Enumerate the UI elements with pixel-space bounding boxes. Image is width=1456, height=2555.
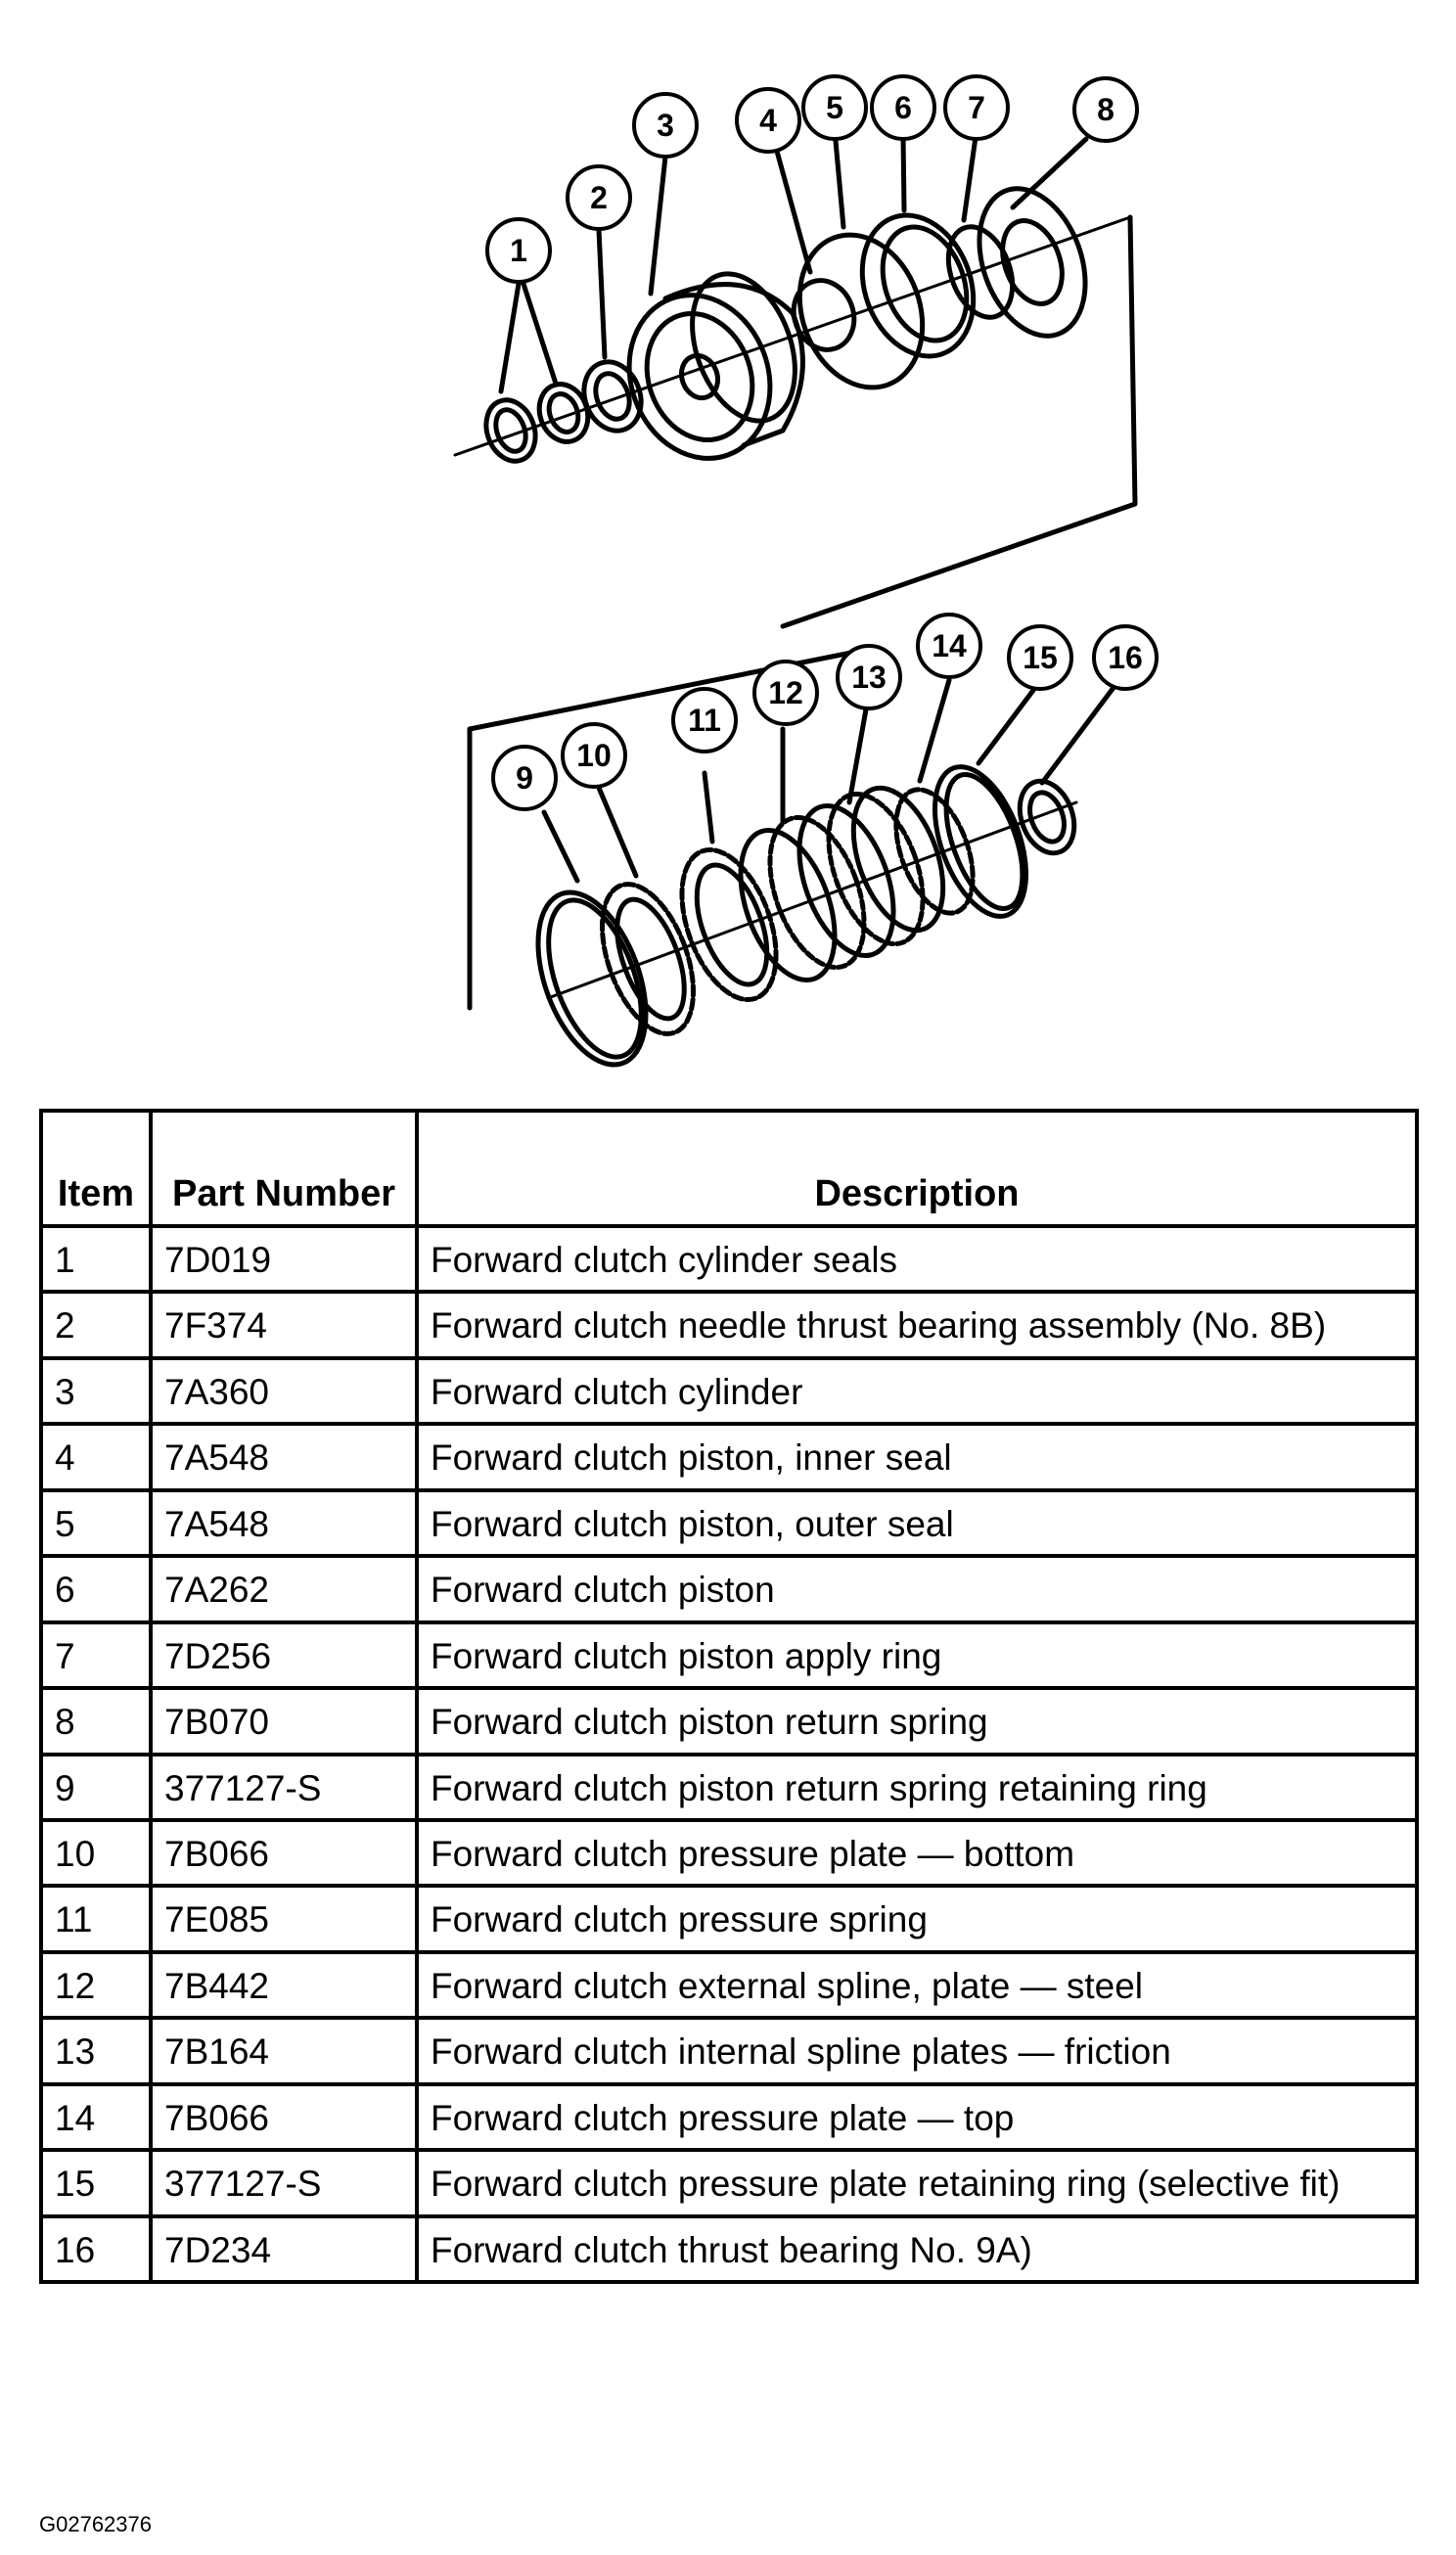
parts-table: Item Part Number Description 1 7D019 For… <box>39 1109 1419 2285</box>
description-cell: Forward clutch internal spline plates — … <box>415 2016 1419 2086</box>
part-number-cell: 7B070 <box>149 1686 419 1757</box>
description-cell: Forward clutch external spline, plate — … <box>415 1949 1419 2021</box>
table-row: 3 7A360 Forward clutch cylinder <box>39 1355 1419 1427</box>
part-number-cell: 7B164 <box>149 2016 419 2086</box>
description-cell: Forward clutch cylinder seals <box>415 1223 1419 1295</box>
part-number-cell: 7A548 <box>149 1422 419 1492</box>
item-cell: 3 <box>39 1355 153 1427</box>
table-row: 12 7B442 Forward clutch external spline,… <box>39 1949 1419 2021</box>
table-row: 5 7A548 Forward clutch piston, outer sea… <box>39 1487 1419 1559</box>
item-cell: 16 <box>39 2213 153 2285</box>
item-cell: 14 <box>39 2081 153 2153</box>
table-row: 2 7F374 Forward clutch needle thrust bea… <box>39 1290 1419 1360</box>
table-row: 14 7B066 Forward clutch pressure plate —… <box>39 2081 1419 2153</box>
part-number-cell: 7B066 <box>149 1817 419 1889</box>
description-cell: Forward clutch piston return spring reta… <box>415 1752 1419 1822</box>
callout-14: 14 <box>932 628 967 663</box>
part-number-cell: 7E085 <box>149 1884 419 1954</box>
item-cell: 8 <box>39 1686 153 1757</box>
table-row: 7 7D256 Forward clutch piston apply ring <box>39 1620 1419 1691</box>
header-part-number: Part Number <box>149 1109 419 1228</box>
callout-2: 2 <box>590 180 608 215</box>
description-cell: Forward clutch piston return spring <box>415 1686 1419 1757</box>
description-cell: Forward clutch cylinder <box>415 1355 1419 1427</box>
description-cell: Forward clutch pressure plate — bottom <box>415 1817 1419 1889</box>
description-cell: Forward clutch piston, inner seal <box>415 1422 1419 1492</box>
item-cell: 15 <box>39 2148 153 2218</box>
part-number-cell: 7D256 <box>149 1620 419 1691</box>
table-row: 8 7B070 Forward clutch piston return spr… <box>39 1686 1419 1757</box>
item-cell: 9 <box>39 1752 153 1822</box>
callout-9: 9 <box>516 760 533 796</box>
callout-16: 16 <box>1108 640 1143 675</box>
part-number-cell: 7F374 <box>149 1290 419 1360</box>
callout-12: 12 <box>768 675 803 710</box>
figure-id: G02762376 <box>39 2512 152 2536</box>
header-item: Item <box>39 1109 153 1228</box>
item-cell: 12 <box>39 1949 153 2021</box>
part-number-cell: 7A262 <box>149 1554 419 1624</box>
table-row: 13 7B164 Forward clutch internal spline … <box>39 2016 1419 2086</box>
item-cell: 2 <box>39 1290 153 1360</box>
header-description: Description <box>415 1109 1419 1228</box>
table-row: 10 7B066 Forward clutch pressure plate —… <box>39 1817 1419 1889</box>
table-row: 4 7A548 Forward clutch piston, inner sea… <box>39 1422 1419 1492</box>
part-number-cell: 7D234 <box>149 2213 419 2285</box>
callout-4: 4 <box>759 103 777 138</box>
table-row: 11 7E085 Forward clutch pressure spring <box>39 1884 1419 1954</box>
part-number-cell: 377127-S <box>149 1752 419 1822</box>
table-row: 15 377127-S Forward clutch pressure plat… <box>39 2148 1419 2218</box>
callout-5: 5 <box>826 90 843 125</box>
table-row: 6 7A262 Forward clutch piston <box>39 1554 1419 1624</box>
part-number-cell: 7A360 <box>149 1355 419 1427</box>
callout-8: 8 <box>1097 92 1115 127</box>
part-number-cell: 7B442 <box>149 1949 419 2021</box>
part-number-cell: 7B066 <box>149 2081 419 2153</box>
callout-1: 1 <box>510 233 527 268</box>
table-row: 9 377127-S Forward clutch piston return … <box>39 1752 1419 1822</box>
item-cell: 5 <box>39 1487 153 1559</box>
callout-3: 3 <box>657 108 674 143</box>
table-header-row: Item Part Number Description <box>39 1109 1419 1228</box>
callout-15: 15 <box>1023 640 1058 675</box>
callout-11: 11 <box>688 703 721 738</box>
description-cell: Forward clutch needle thrust bearing ass… <box>415 1290 1419 1360</box>
item-cell: 13 <box>39 2016 153 2086</box>
table-row: 16 7D234 Forward clutch thrust bearing N… <box>39 2213 1419 2285</box>
description-cell: Forward clutch pressure plate retaining … <box>415 2148 1419 2218</box>
part-number-cell: 7D019 <box>149 1223 419 1295</box>
part-number-cell: 7A548 <box>149 1487 419 1559</box>
part-number-cell: 377127-S <box>149 2148 419 2218</box>
callout-7: 7 <box>968 90 985 125</box>
item-cell: 1 <box>39 1223 153 1295</box>
item-cell: 6 <box>39 1554 153 1624</box>
description-cell: Forward clutch piston apply ring <box>415 1620 1419 1691</box>
description-cell: Forward clutch pressure plate — top <box>415 2081 1419 2153</box>
item-cell: 11 <box>39 1884 153 1954</box>
description-cell: Forward clutch piston <box>415 1554 1419 1624</box>
callout-6: 6 <box>894 90 912 125</box>
callout-10: 10 <box>576 738 612 773</box>
description-cell: Forward clutch thrust bearing No. 9A) <box>415 2213 1419 2285</box>
item-cell: 7 <box>39 1620 153 1691</box>
description-cell: Forward clutch piston, outer seal <box>415 1487 1419 1559</box>
table-row: 1 7D019 Forward clutch cylinder seals <box>39 1223 1419 1295</box>
item-cell: 4 <box>39 1422 153 1492</box>
exploded-view-diagram: 1 2 3 4 5 6 7 8 9 10 11 12 13 14 15 16 <box>453 74 1159 1068</box>
description-cell: Forward clutch pressure spring <box>415 1884 1419 1954</box>
callout-13: 13 <box>851 660 887 695</box>
item-cell: 10 <box>39 1817 153 1889</box>
